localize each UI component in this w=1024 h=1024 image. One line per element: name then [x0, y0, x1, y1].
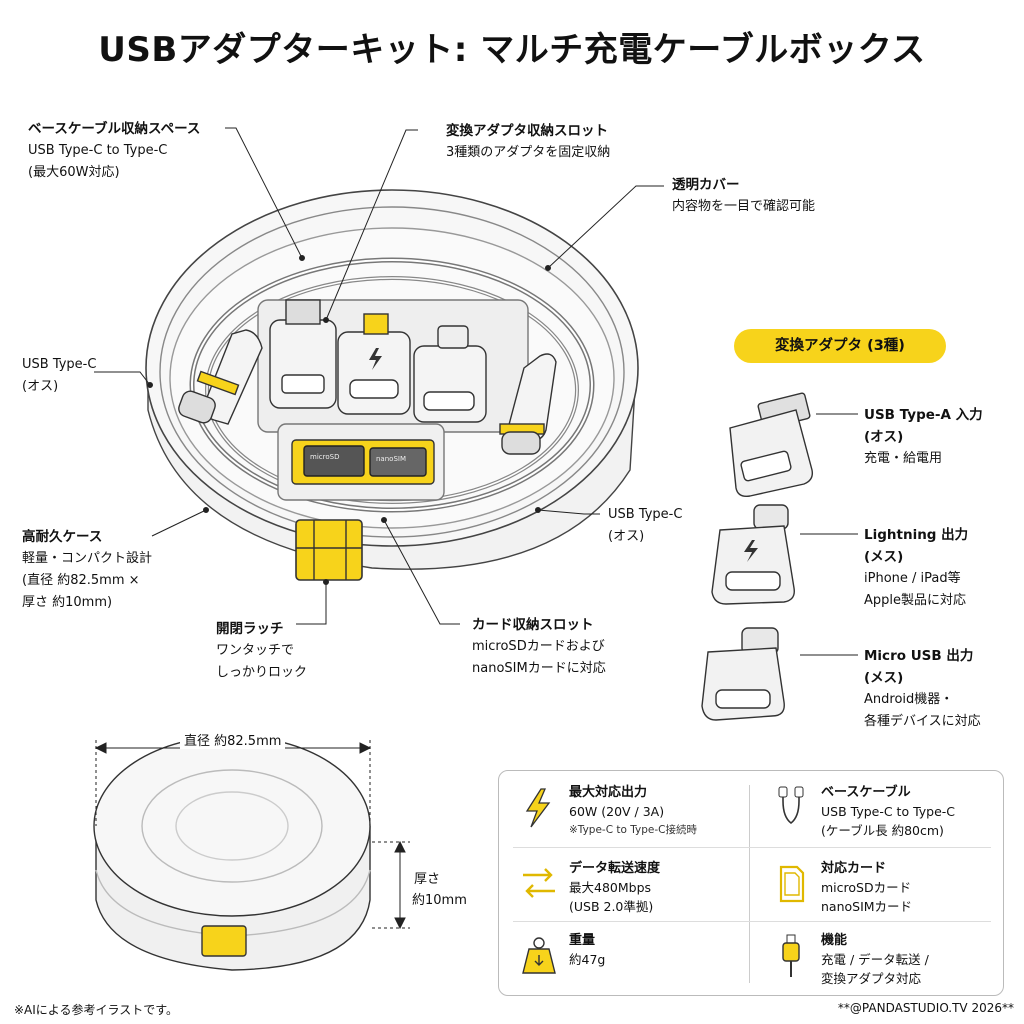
- adapter-heading: (オス): [864, 429, 904, 445]
- footer-disclaimer: ※AIによる参考イラストです。: [14, 1003, 179, 1017]
- spec-supported-cards: 対応カード microSDカード nanoSIMカード: [771, 859, 1001, 929]
- spec-transfer-speed: データ転送速度最大480Mbps (USB 2.0準拠): [519, 859, 749, 929]
- callout-usbc-left: USB Type-C (オス): [22, 354, 96, 398]
- spec-heading: ベースケーブル: [821, 785, 911, 800]
- callout-heading: 透明カバー: [672, 177, 740, 193]
- spec-weight: 重量約47g: [519, 931, 749, 1001]
- callout-text: USB Type-C: [22, 357, 97, 372]
- callout-heading: 変換アダプタ収納スロット: [446, 123, 608, 139]
- diameter-label: 直径 約82.5mm: [180, 730, 286, 749]
- microsd-card: [303, 445, 365, 477]
- callout-text: しっかりロック: [216, 665, 308, 680]
- spec-table: 最大対応出力 60W (20V / 3A) ※Type-C to Type-C接続時…: [498, 770, 1004, 996]
- spec-text: (ケーブル長 約80cm): [821, 823, 944, 838]
- tray-adapter-lightning: [337, 331, 411, 415]
- cable-icon: [778, 786, 804, 825]
- callout-adapter-slot: 変換アダプタ収納スロット 3種類のアダプタを固定収納: [446, 120, 610, 164]
- callout-heading: ベースケーブル収納スペース: [28, 121, 201, 137]
- callout-case: 高耐久ケース 軽量・コンパクト設計 (直径 約82.5mm × 厚さ 約10mm…: [22, 526, 152, 614]
- adapter-text: Android機器・: [864, 692, 954, 707]
- adapter-heading: (メス): [864, 549, 904, 565]
- spec-text: nanoSIMカード: [821, 899, 913, 914]
- callout-text: microSDカードおよび: [472, 639, 605, 654]
- nanosim-card: [369, 447, 427, 477]
- spec-base-cable: ベースケーブル USB Type-C to Type-C (ケーブル長 約80cm): [771, 783, 1001, 853]
- callout-base-cable: ベースケーブル収納スペース USB Type-C to Type-C (最大60…: [28, 118, 200, 184]
- callout-text: (最大60W対応): [28, 165, 120, 180]
- spec-heading: 最大対応出力: [569, 785, 648, 800]
- thickness-label: 厚さ: [414, 872, 441, 887]
- spec-text: USB Type-C to Type-C: [821, 804, 956, 819]
- adapter-usb-a-label: USB Type-A 入力 (オス) 充電・給電用: [864, 404, 983, 470]
- microsd-card-label: microSD: [310, 453, 340, 461]
- adapter-text: 充電・給電用: [864, 451, 943, 466]
- lightning-bolt-icon: [525, 788, 551, 828]
- thickness-value: 約10mm: [412, 893, 467, 908]
- callout-text: 内容物を一目で確認可能: [672, 199, 816, 214]
- callout-text: 3種類のアダプタを固定収納: [446, 145, 611, 160]
- plug-icon: [782, 934, 800, 977]
- callout-text: (直径 約82.5mm ×: [22, 573, 140, 588]
- spec-heading: 機能: [821, 933, 848, 948]
- adapter-heading: USB Type-A 入力: [864, 407, 983, 423]
- spec-divider: [513, 847, 991, 848]
- spec-note: ※Type-C to Type-C接続時: [569, 824, 697, 836]
- callout-text: 厚さ 約10mm): [22, 595, 113, 610]
- footer-credit: **@PANDASTUDIO.TV 2026**: [837, 1001, 1014, 1015]
- spec-text: 約47g: [569, 952, 606, 967]
- adapter-micro-usb-label: Micro USB 出力 (メス) Android機器・ 各種デバイスに対応: [864, 645, 981, 733]
- callout-usbc-right: USB Type-C (オス): [608, 504, 682, 548]
- callout-heading: 高耐久ケース: [22, 529, 103, 545]
- callout-heading: 開閉ラッチ: [216, 621, 284, 637]
- spec-text: 充電 / データ転送 /: [821, 952, 929, 967]
- adapter-heading: Lightning 出力: [864, 527, 969, 543]
- nanosim-card-label: nanoSIM: [376, 455, 406, 463]
- leader-lines: [94, 127, 858, 656]
- spec-heading: データ転送速度: [569, 861, 661, 876]
- spec-heading: 重量: [569, 933, 596, 948]
- callout-text: (オス): [22, 379, 59, 394]
- closed-case-latch: [201, 925, 247, 957]
- callout-card-slot: カード収納スロット microSDカードおよび nanoSIMカードに対応: [472, 614, 606, 680]
- card-icon: [779, 865, 805, 903]
- weight-icon: [522, 937, 556, 974]
- callout-text: ワンタッチで: [216, 643, 295, 658]
- callout-text: (オス): [608, 529, 645, 544]
- callout-heading: カード収納スロット: [472, 617, 594, 633]
- transfer-arrows-icon: [523, 868, 555, 898]
- adapter-lightning: [711, 504, 795, 605]
- callout-cover: 透明カバー 内容物を一目で確認可能: [672, 174, 815, 218]
- spec-text: (USB 2.0準拠): [569, 899, 654, 914]
- adapter-lightning-label: Lightning 出力 (メス) iPhone / iPad等 Apple製品…: [864, 524, 968, 612]
- adapter-heading: (メス): [864, 670, 904, 686]
- adapter-text: iPhone / iPad等: [864, 571, 961, 586]
- callout-text: USB Type-C to Type-C: [28, 143, 168, 158]
- callout-text: nanoSIMカードに対応: [472, 661, 606, 676]
- spec-text: 60W (20V / 3A): [569, 804, 665, 819]
- adapter-text: 各種デバイスに対応: [864, 714, 981, 729]
- callout-latch: 開閉ラッチ ワンタッチで しっかりロック: [216, 618, 307, 684]
- spec-functions: 機能充電 / データ転送 / 変換アダプタ対応: [771, 931, 1001, 1001]
- spec-text: microSDカード: [821, 880, 912, 895]
- adapter-text: Apple製品に対応: [864, 593, 967, 608]
- callout-text: 軽量・コンパクト設計: [22, 551, 153, 566]
- adapter-micro-usb: [701, 627, 785, 721]
- callout-text: USB Type-C: [608, 507, 683, 522]
- spec-divider: [513, 921, 991, 922]
- spec-divider: [749, 785, 750, 983]
- closed-case: [93, 735, 371, 971]
- spec-max-output: 最大対応出力 60W (20V / 3A) ※Type-C to Type-C接続時: [519, 783, 749, 853]
- tray-adapter-usb-a: [269, 319, 337, 409]
- spec-text: 最大480Mbps: [569, 880, 652, 895]
- adapters-title: 変換アダプタ (3種): [734, 329, 946, 363]
- spec-heading: 対応カード: [821, 861, 887, 876]
- adapter-usb-a: [729, 392, 814, 498]
- spec-text: 変換アダプタ対応: [821, 971, 922, 986]
- page-title: USBアダプターキット: マルチ充電ケーブルボックス: [98, 30, 926, 70]
- adapter-heading: Micro USB 出力: [864, 648, 974, 664]
- latch: [295, 519, 363, 581]
